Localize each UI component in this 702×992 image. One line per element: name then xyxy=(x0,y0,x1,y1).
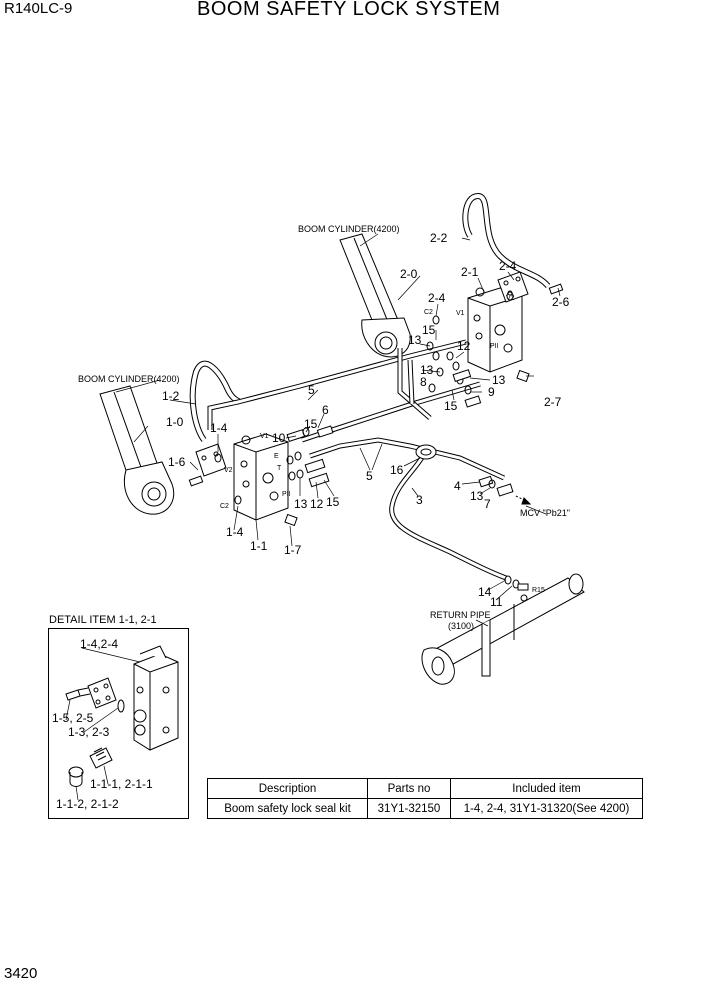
part-15-a: 15 xyxy=(422,323,436,337)
part-5-a: 5 xyxy=(308,383,315,397)
part-2-7: 2-7 xyxy=(544,395,562,409)
callout-r15: R15 xyxy=(532,587,545,594)
port-v2-left: V2 xyxy=(224,467,233,474)
port-v1-left: V1 xyxy=(260,433,269,440)
part-13-a: 13 xyxy=(408,333,422,347)
table-header-description: Description xyxy=(207,778,368,799)
part-5-b: 5 xyxy=(366,469,373,483)
callout-return-pipe: RETURN PIPE xyxy=(430,610,491,620)
part-2-6: 2-6 xyxy=(552,295,570,309)
part-12-a: 12 xyxy=(457,339,471,353)
detail-frame xyxy=(48,628,189,819)
part-2-2: 2-2 xyxy=(430,231,448,245)
part-2-4-lower: 2-4 xyxy=(428,291,446,305)
detail-label-1-1-2: 1-1-2, 2-1-2 xyxy=(56,797,119,811)
boom-cylinder-left xyxy=(99,385,175,515)
table-header-parts-no: Parts no xyxy=(367,778,451,799)
part-13-d: 13 xyxy=(294,497,308,511)
part-12-b: 12 xyxy=(310,497,324,511)
port-v1-right: V1 xyxy=(456,310,465,317)
part-2-0: 2-0 xyxy=(400,267,418,281)
pipe-bundle xyxy=(207,339,506,481)
part-16: 16 xyxy=(390,463,404,477)
valve-block-right xyxy=(467,271,529,373)
port-v2-right: V2 xyxy=(506,295,515,302)
part-1-4-upper: 1-4 xyxy=(210,421,228,435)
part-2-4-upper: 2-4 xyxy=(499,259,517,273)
part-13-c: 13 xyxy=(492,373,506,387)
port-c2-right: C2 xyxy=(424,309,433,316)
detail-label-1-3: 1-3, 2-3 xyxy=(68,725,110,739)
fittings xyxy=(188,283,564,591)
leader-lines xyxy=(115,233,561,627)
part-1-7: 1-7 xyxy=(284,543,302,557)
detail-label-1-5: 1-5, 2-5 xyxy=(52,711,94,725)
part-13-b: 13 xyxy=(420,363,434,377)
part-14: 14 xyxy=(478,585,492,599)
callout-boom-cylinder-right: BOOM CYLINDER(4200) xyxy=(298,224,400,234)
part-13-e: 13 xyxy=(470,489,484,503)
table-cell-parts-no: 31Y1-32150 xyxy=(367,798,451,819)
part-4: 4 xyxy=(454,479,461,493)
valve-block-left xyxy=(195,433,289,521)
part-7: 7 xyxy=(484,497,491,511)
part-15-b: 15 xyxy=(444,399,458,413)
callout-mcv: MCV "Pb21" xyxy=(520,508,570,518)
callout-return-pipe-ref: (3100) xyxy=(448,621,474,631)
table-cell-description: Boom safety lock seal kit xyxy=(207,798,368,819)
callout-boom-cylinder-left: BOOM CYLINDER(4200) xyxy=(78,374,180,384)
page-number: 3420 xyxy=(4,965,38,982)
port-c2-left: C2 xyxy=(220,503,229,510)
part-1-2: 1-2 xyxy=(162,389,180,403)
part-1-6: 1-6 xyxy=(168,455,186,469)
table-cell-included-item: 1-4, 2-4, 31Y1-31320(See 4200) xyxy=(450,798,643,819)
clamp-16 xyxy=(415,444,437,460)
page-title: BOOM SAFETY LOCK SYSTEM xyxy=(197,0,501,20)
part-1-1: 1-1 xyxy=(250,539,268,553)
part-9: 9 xyxy=(488,385,495,399)
parts-table: Description Parts no Included item Boom … xyxy=(207,778,643,819)
model-number: R140LC-9 xyxy=(4,0,73,17)
part-10: 10 xyxy=(272,431,286,445)
port-e: E xyxy=(274,453,279,460)
part-11: 11 xyxy=(490,595,503,609)
port-t: T xyxy=(277,465,282,472)
part-6: 6 xyxy=(322,403,329,417)
part-15-d: 15 xyxy=(326,495,340,509)
detail-label-1-1-1: 1-1-1, 2-1-1 xyxy=(90,777,153,791)
return-pipe xyxy=(421,573,585,685)
part-1-0: 1-0 xyxy=(166,415,184,429)
part-3: 3 xyxy=(416,493,423,507)
part-1-4-lower: 1-4 xyxy=(226,525,244,539)
detail-label-1-4: 1-4,2-4 xyxy=(80,637,118,651)
table-row: Boom safety lock seal kit 31Y1-32150 1-4… xyxy=(207,798,643,819)
part-15-c: 15 xyxy=(304,417,318,431)
port-pii-left: PII xyxy=(282,491,291,498)
detail-title: DETAIL ITEM 1-1, 2-1 xyxy=(49,614,157,626)
detail-inset-drawing xyxy=(65,645,179,801)
boom-cylinder-right xyxy=(339,233,411,358)
table-header-row: Description Parts no Included item xyxy=(207,778,643,799)
table-header-included-item: Included item xyxy=(450,778,643,799)
part-8: 8 xyxy=(420,375,427,389)
port-pii-right: PII xyxy=(490,343,499,350)
part-2-1: 2-1 xyxy=(461,265,479,279)
